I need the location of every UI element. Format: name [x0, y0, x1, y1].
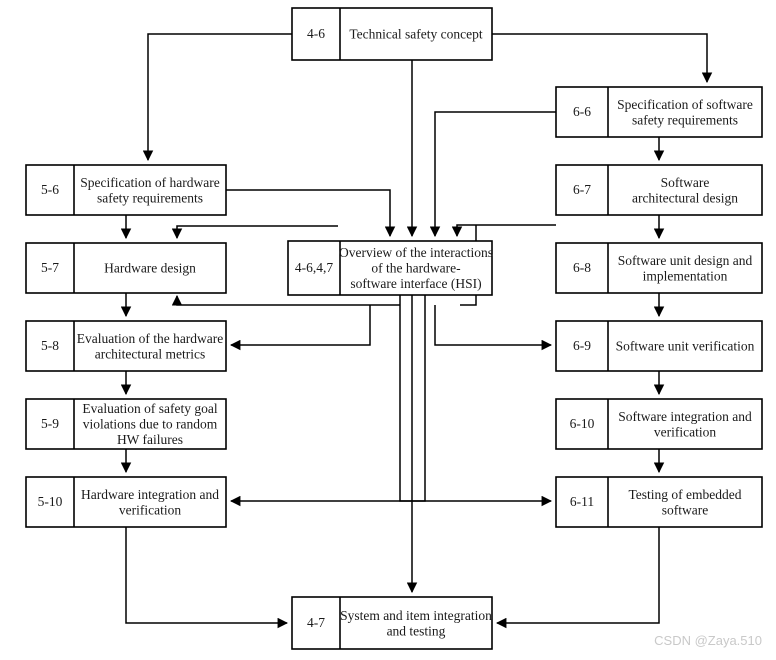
node-clause-number: 5-9	[41, 416, 59, 431]
connector-HSI-to-510	[229, 295, 426, 507]
node-box	[291, 596, 493, 650]
node-box	[555, 320, 763, 372]
node-title: Software unit verification	[616, 339, 755, 354]
node-clause-number: 6-11	[570, 494, 594, 509]
node-box	[25, 476, 227, 528]
node-box	[555, 476, 763, 528]
node-clause-number: 4-6,4,7	[295, 260, 333, 275]
connector-HSI-to-69	[434, 305, 553, 351]
node-clause-number: 6-8	[573, 260, 591, 275]
node-57[interactable]: 5-7 Hardware design	[25, 242, 227, 294]
node-clause-number: 5-6	[41, 182, 59, 197]
connector-HSI-to-58	[229, 305, 371, 351]
node-box	[555, 86, 763, 138]
node-box	[555, 242, 763, 294]
watermark-label: CSDN @Zaya.510	[654, 633, 762, 648]
node-clause-number: 4-6	[307, 26, 325, 41]
connector-HSI-to-57side	[171, 294, 400, 306]
node-box	[291, 7, 493, 61]
node-box	[555, 164, 763, 216]
connector-510-to-47	[125, 527, 289, 629]
connector-HSI-to-57	[171, 225, 338, 240]
node-box	[25, 398, 227, 450]
connector-56-to-HSI	[226, 189, 396, 238]
node-box	[555, 398, 763, 450]
node-clause-number: 6-10	[570, 416, 595, 431]
connector-46-to-66	[492, 33, 713, 84]
connector-611-to-47	[495, 527, 660, 629]
node-46[interactable]: 4-6 Technical safety concept	[291, 7, 493, 61]
connector-46-to-56	[142, 33, 292, 162]
node-clause-number: 6-6	[573, 104, 591, 119]
node-box	[25, 164, 227, 216]
node-clause-number: 6-9	[573, 338, 591, 353]
node-clause-number: 5-8	[41, 338, 59, 353]
node-box	[25, 320, 227, 372]
node-clause-number: 6-7	[573, 182, 591, 197]
node-title: Technical safety concept	[349, 27, 482, 42]
node-box	[25, 242, 227, 294]
node-clause-number: 5-10	[38, 494, 63, 509]
node-box	[287, 240, 493, 296]
connector-HSI-to-611	[399, 295, 553, 507]
connector-66-to-HSI	[429, 111, 556, 238]
node-clause-number: 4-7	[307, 615, 325, 630]
node-69[interactable]: 6-9 Software unit verification	[555, 320, 763, 372]
nodes-layer: 4-6 Technical safety concept 5-6 Specificat…	[25, 7, 763, 650]
connector-67-to-HSI	[451, 224, 556, 238]
node-clause-number: 5-7	[41, 260, 59, 275]
node-title: Hardware design	[104, 261, 196, 276]
